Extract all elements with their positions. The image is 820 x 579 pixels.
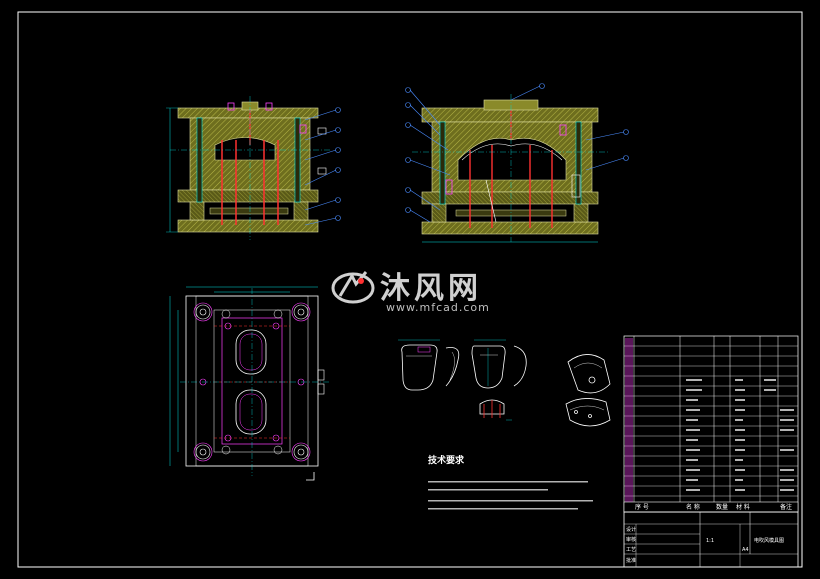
tech-requirements-title: 技术要求 (428, 454, 465, 466)
bom-table: 序 号 名 称 数量 材 料 备注 (623, 335, 799, 513)
bom-header-no: 序 号 (635, 503, 649, 511)
drawing-name: 电吹风模具图 (754, 537, 784, 544)
watermark: 沐风网 www.mfcad.com (331, 271, 490, 314)
mfcad-logo-icon (331, 271, 375, 304)
title-block-label-designer: 设计 (626, 526, 636, 533)
drawing-frame (17, 11, 803, 568)
bom-header-remark: 备注 (780, 503, 792, 511)
bom-header-name: 名 称 (686, 503, 700, 511)
drawing-sheet-size: A4 (742, 547, 749, 553)
technical-requirements: 技术要求 (428, 454, 593, 510)
part-detail-views (398, 339, 611, 427)
bom-header-material: 材 料 (736, 503, 750, 511)
watermark-url: www.mfcad.com (386, 301, 490, 314)
plan-view (169, 286, 330, 481)
title-block-label-approval: 批准 (626, 557, 636, 564)
title-block: 设计 审核 工艺 批准 电吹风模具图 1:1 A4 (623, 511, 799, 568)
drawing-scale: 1:1 (706, 538, 714, 544)
title-block-label-checker: 审核 (626, 536, 636, 543)
left-section-view (166, 96, 341, 240)
right-section-view (405, 83, 629, 243)
title-block-label-process: 工艺 (626, 547, 636, 553)
bom-header-qty: 数量 (716, 503, 728, 511)
watermark-brand: 沐风网 (380, 271, 482, 306)
